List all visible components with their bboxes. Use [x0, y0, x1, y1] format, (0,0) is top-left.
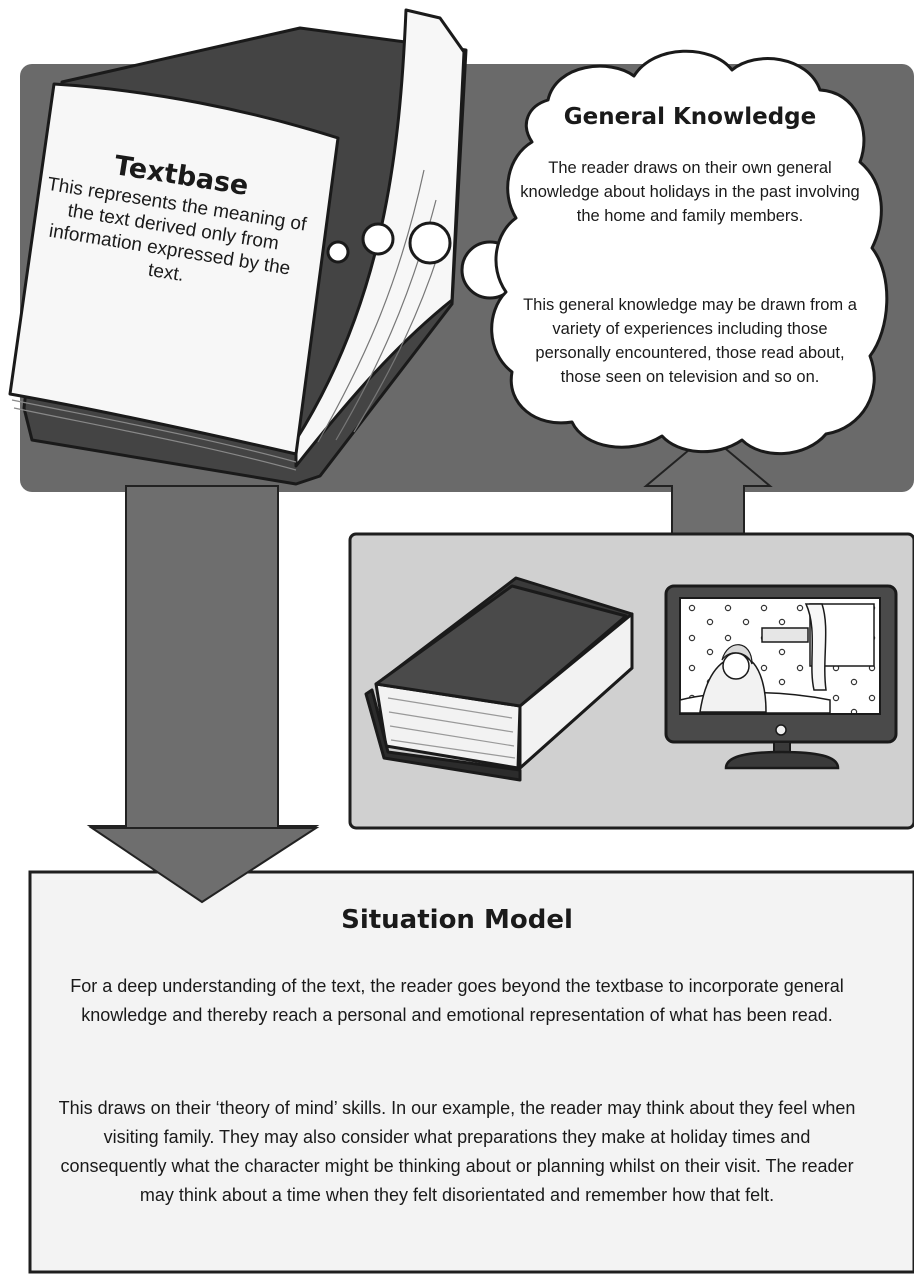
- situation-model-box: [28, 870, 914, 1274]
- situation-model-paragraph-1: For a deep understanding of the text, th…: [70, 976, 844, 1025]
- closed-book-icon: [364, 576, 634, 782]
- general-knowledge-title: General Knowledge: [563, 104, 817, 130]
- situation-model-paragraph-2: This draws on their ‘theory of mind’ ski…: [58, 1098, 856, 1205]
- situation-model-title: Situation Model: [341, 905, 573, 935]
- television-icon: [664, 584, 898, 770]
- open-book-icon: [8, 8, 468, 486]
- general-knowledge-paragraph-2: This general knowledge may be drawn from…: [523, 296, 857, 386]
- up-arrow: [643, 432, 773, 541]
- thought-cloud: [490, 49, 889, 456]
- general-knowledge-paragraph-1: The reader draws on their own general kn…: [520, 159, 860, 225]
- down-arrow-head: [88, 827, 320, 904]
